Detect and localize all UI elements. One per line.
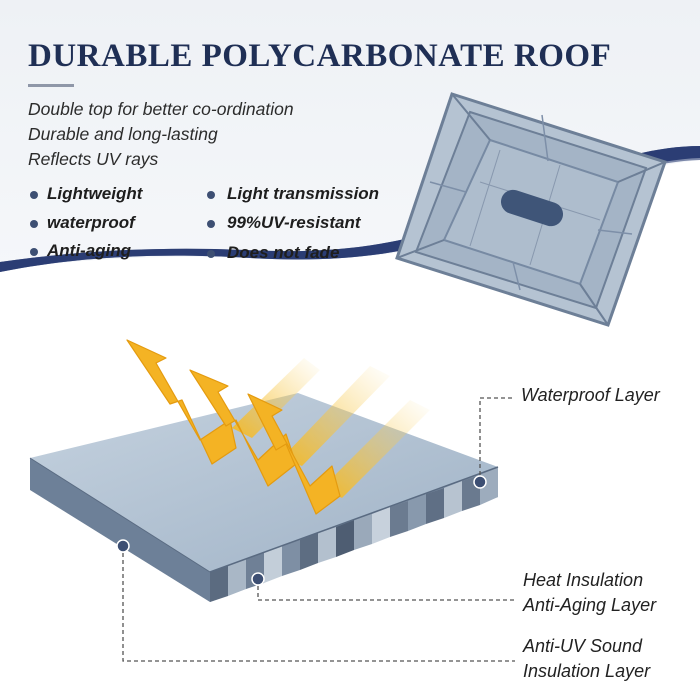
bullet-dot: [207, 250, 215, 258]
feature-lightweight: Lightweight: [47, 184, 143, 203]
title-underline: [28, 84, 74, 87]
feature-anti-aging: Anti-aging: [47, 241, 132, 260]
waterproof-marker: [473, 475, 487, 489]
sunlight-arrows: [126, 339, 341, 515]
bullet-dot: [207, 220, 215, 228]
bullet-dot: [30, 191, 38, 199]
description-line-1: Double top for better co-ordination: [28, 99, 294, 119]
feature-uv-resistant: 99%UV-resistant: [227, 213, 361, 232]
description-line-2: Durable and long-lasting: [28, 124, 218, 144]
callout-waterproof-layer: Waterproof Layer: [521, 385, 660, 405]
bullet-dot: [207, 191, 215, 199]
heat-marker: [251, 572, 265, 586]
callout-heat-line-1: Heat Insulation: [523, 570, 644, 590]
feature-waterproof: waterproof: [47, 213, 135, 232]
feature-does-not-fade: Does not fade: [227, 243, 340, 262]
antiuv-marker: [116, 539, 130, 553]
bullet-dot: [30, 220, 38, 228]
callout-heat-line-2: Anti-Aging Layer: [523, 595, 657, 615]
page-title: DURABLE POLYCARBONATE ROOF: [28, 38, 612, 74]
feature-light-transmission: Light transmission: [227, 184, 380, 203]
description-line-3: Reflects UV rays: [28, 149, 159, 169]
callout-antiuv-line-1: Anti-UV Sound: [523, 636, 643, 656]
bullet-dot: [30, 248, 38, 256]
callout-antiuv-line-2: Insulation Layer: [523, 661, 651, 681]
panel-left-face: [30, 458, 210, 602]
